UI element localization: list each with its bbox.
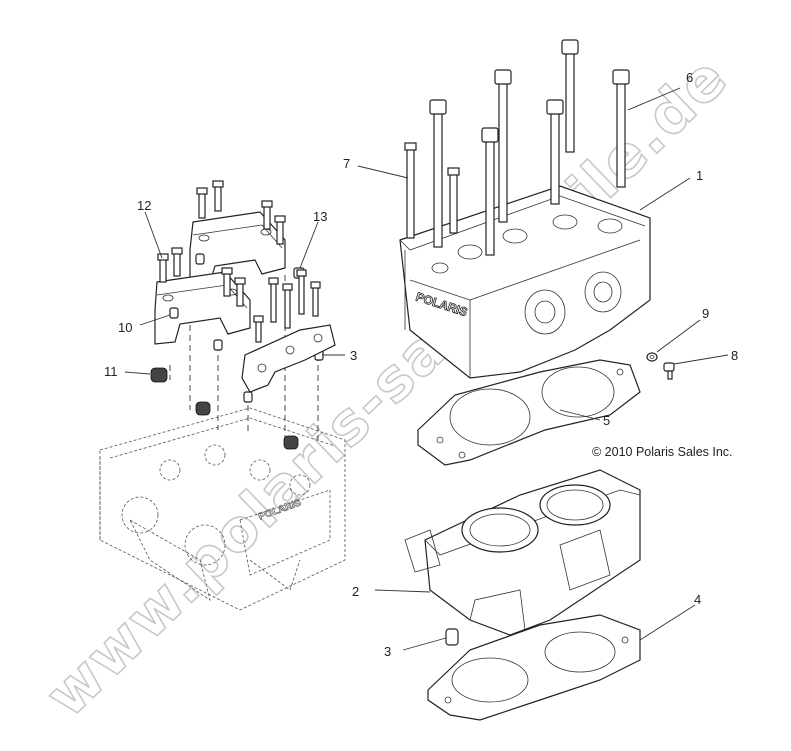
cylinder-head: POLARIS <box>399 185 651 379</box>
callout-4: 4 <box>694 592 701 607</box>
washer-and-bolt <box>646 352 675 380</box>
cylinder-block <box>404 469 641 636</box>
callout-11: 11 <box>104 364 118 379</box>
cylinder-head-ghost-view: POLARIS <box>99 407 346 611</box>
head-bolts-short <box>404 142 460 239</box>
callout-8: 8 <box>731 348 738 363</box>
callout-9: 9 <box>702 306 709 321</box>
copyright-notice: © 2010 Polaris Sales Inc. <box>592 445 733 459</box>
cam-bracket-plate <box>241 269 336 393</box>
callout-10: 10 <box>118 320 132 335</box>
upper-cam-cap <box>189 211 286 285</box>
callout-2: 2 <box>352 584 359 599</box>
callout-3-upper: 3 <box>350 348 357 363</box>
callout-13: 13 <box>313 209 327 224</box>
base-gasket <box>427 614 641 721</box>
dowel-pin-lower <box>445 628 459 646</box>
callout-7: 7 <box>343 156 350 171</box>
callout-3-lower: 3 <box>384 644 391 659</box>
valve-seals <box>150 367 299 450</box>
callout-12: 12 <box>137 198 151 213</box>
callout-5: 5 <box>603 413 610 428</box>
callout-labels: 1 2 3 3 4 5 6 7 8 9 10 11 12 13 <box>104 70 738 659</box>
head-gasket <box>417 359 641 466</box>
leader-lines <box>124 87 729 651</box>
head-bolts-long <box>429 39 630 256</box>
callout-1: 1 <box>696 168 703 183</box>
callout-6: 6 <box>686 70 693 85</box>
cam-cap-bolts <box>157 180 286 307</box>
